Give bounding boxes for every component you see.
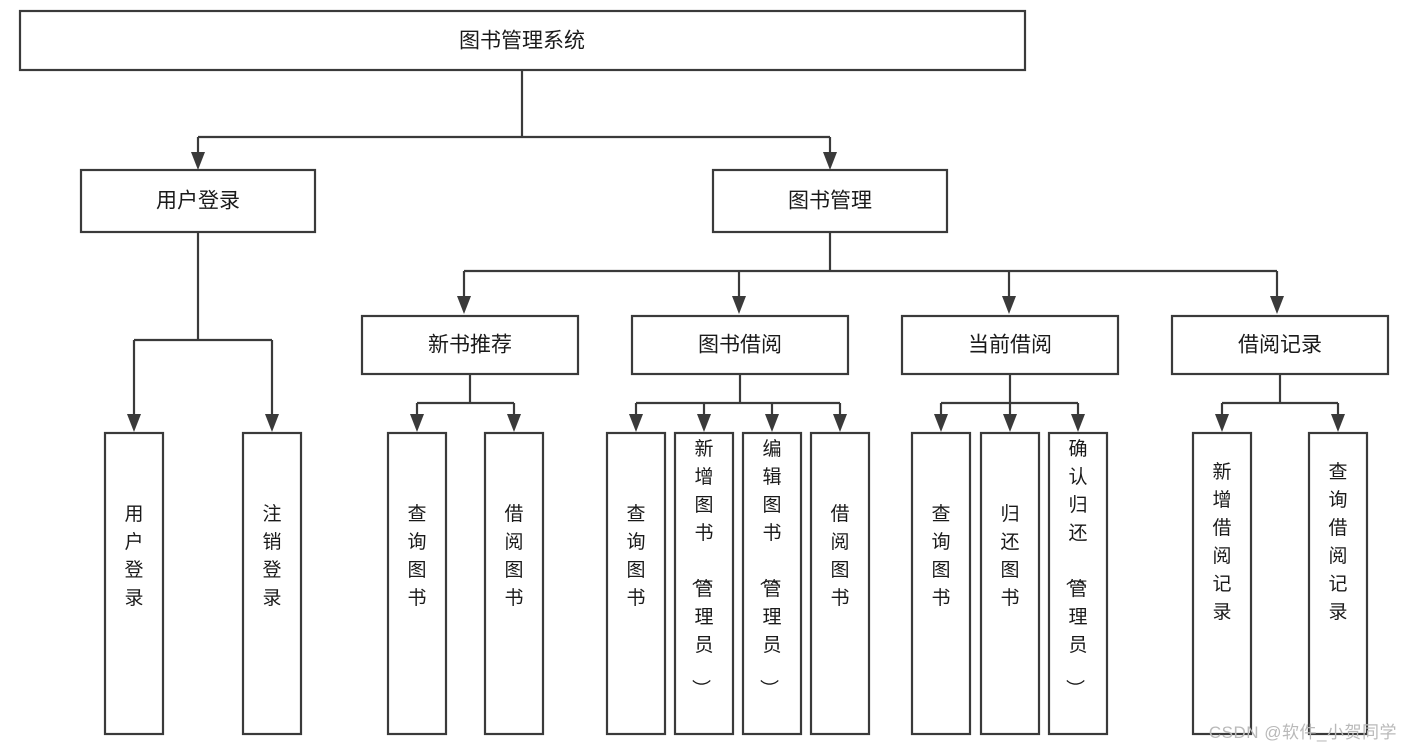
- leaf-query-book-3-label: 查询图书: [931, 503, 950, 609]
- leaf-query-book-1-box[interactable]: [386, 431, 448, 736]
- leaf-query-book-2-label: 查询图书: [626, 503, 645, 609]
- leaf-query-book-3-box[interactable]: [910, 431, 972, 736]
- leaf-confirm-return-box[interactable]: [1047, 431, 1109, 736]
- arrowhead-login-leaf-1: [127, 414, 141, 432]
- arrowhead-borrow-leaf-1: [629, 414, 643, 432]
- leaf-add-book-box[interactable]: [673, 431, 735, 736]
- leaf-return-book[interactable]: 归还图书: [979, 431, 1041, 736]
- leaf-confirm-return-label: 确认归还（管理员）: [1063, 438, 1087, 698]
- leaf-query-book-3[interactable]: 查询图书: [910, 431, 972, 736]
- arrowhead-login: [191, 152, 205, 170]
- arrowhead-current-leaf-3: [1071, 414, 1085, 432]
- leaf-add-record[interactable]: 新增借阅记录: [1191, 431, 1253, 736]
- leaf-query-book-2[interactable]: 查询图书: [605, 431, 667, 736]
- node-newbook-box[interactable]: [360, 314, 580, 376]
- arrowhead-records-leaf-2: [1331, 414, 1345, 432]
- arrowhead-records-leaf-1: [1215, 414, 1229, 432]
- leaf-borrow-book-1[interactable]: 借阅图书: [483, 431, 545, 736]
- arrowhead-newbook-leaf-1: [410, 414, 424, 432]
- leaf-query-book-1[interactable]: 查询图书: [386, 431, 448, 736]
- leaf-query-record-box[interactable]: [1307, 431, 1369, 736]
- node-newbook[interactable]: 新书推荐: [360, 314, 580, 376]
- arrowhead-borrow-leaf-4: [833, 414, 847, 432]
- leaf-borrow-book-2[interactable]: 借阅图书: [809, 431, 871, 736]
- connector-layer: [127, 70, 1345, 432]
- leaf-edit-book-box[interactable]: [741, 431, 803, 736]
- leaf-user-logout-label: 注销登录: [262, 503, 281, 609]
- leaf-user-login[interactable]: 用户登录: [103, 431, 165, 736]
- node-records[interactable]: 借阅记录: [1170, 314, 1390, 376]
- node-borrow-box[interactable]: [630, 314, 850, 376]
- arrowhead-borrow-leaf-2: [697, 414, 711, 432]
- node-borrow-label: 图书借阅: [698, 334, 782, 357]
- arrowhead-newbook-leaf-2: [507, 414, 521, 432]
- node-current-box[interactable]: [900, 314, 1120, 376]
- arrowhead-records: [1270, 296, 1284, 314]
- leaf-return-book-label: 归还图书: [1000, 503, 1019, 609]
- leaf-add-book[interactable]: 新增图书（管理员）: [673, 431, 735, 736]
- node-records-box[interactable]: [1170, 314, 1390, 376]
- node-login[interactable]: 用户登录: [79, 168, 317, 234]
- arrowhead-borrow-leaf-3: [765, 414, 779, 432]
- node-root-box[interactable]: [18, 9, 1027, 72]
- leaf-query-book-2-box[interactable]: [605, 431, 667, 736]
- leaf-query-record-label: 查询借阅记录: [1328, 461, 1347, 623]
- leaf-edit-book-label: 编辑图书（管理员）: [757, 438, 781, 698]
- leaf-borrow-book-1-label: 借阅图书: [504, 503, 523, 609]
- leaf-borrow-book-2-label: 借阅图书: [830, 503, 849, 609]
- leaf-query-record[interactable]: 查询借阅记录: [1307, 431, 1369, 736]
- node-root-label: 图书管理系统: [459, 30, 585, 53]
- arrowhead-current-leaf-1: [934, 414, 948, 432]
- arrowhead-current-leaf-2: [1003, 414, 1017, 432]
- arrowhead-newbook: [457, 296, 471, 314]
- leaf-borrow-book-1-box[interactable]: [483, 431, 545, 736]
- leaf-confirm-return[interactable]: 确认归还（管理员）: [1047, 431, 1109, 736]
- leaf-borrow-book-2-box[interactable]: [809, 431, 871, 736]
- leaf-return-book-box[interactable]: [979, 431, 1041, 736]
- arrowhead-current: [1002, 296, 1016, 314]
- node-login-box[interactable]: [79, 168, 317, 234]
- node-bookmgmt-box[interactable]: [711, 168, 949, 234]
- node-root[interactable]: 图书管理系统: [18, 9, 1027, 72]
- arrowhead-login-leaf-2: [265, 414, 279, 432]
- leaf-user-login-box[interactable]: [103, 431, 165, 736]
- leaf-user-login-label: 用户登录: [124, 504, 143, 609]
- arrowhead-borrow: [732, 296, 746, 314]
- leaf-edit-book[interactable]: 编辑图书（管理员）: [741, 431, 803, 736]
- leaf-add-record-label: 新增借阅记录: [1212, 461, 1231, 623]
- leaf-user-logout[interactable]: 注销登录: [241, 431, 303, 736]
- leaf-query-book-1-label: 查询图书: [407, 503, 426, 609]
- node-newbook-label: 新书推荐: [428, 334, 512, 357]
- node-borrow[interactable]: 图书借阅: [630, 314, 850, 376]
- node-records-label: 借阅记录: [1238, 334, 1322, 357]
- node-bookmgmt[interactable]: 图书管理: [711, 168, 949, 234]
- leaf-add-record-box[interactable]: [1191, 431, 1253, 736]
- node-login-label: 用户登录: [156, 190, 240, 213]
- arrowhead-bookmgmt: [823, 152, 837, 170]
- node-bookmgmt-label: 图书管理: [788, 190, 872, 213]
- leaf-user-logout-box[interactable]: [241, 431, 303, 736]
- node-current-label: 当前借阅: [968, 334, 1052, 357]
- node-current[interactable]: 当前借阅: [900, 314, 1120, 376]
- leaf-add-book-label: 新增图书（管理员）: [689, 438, 713, 698]
